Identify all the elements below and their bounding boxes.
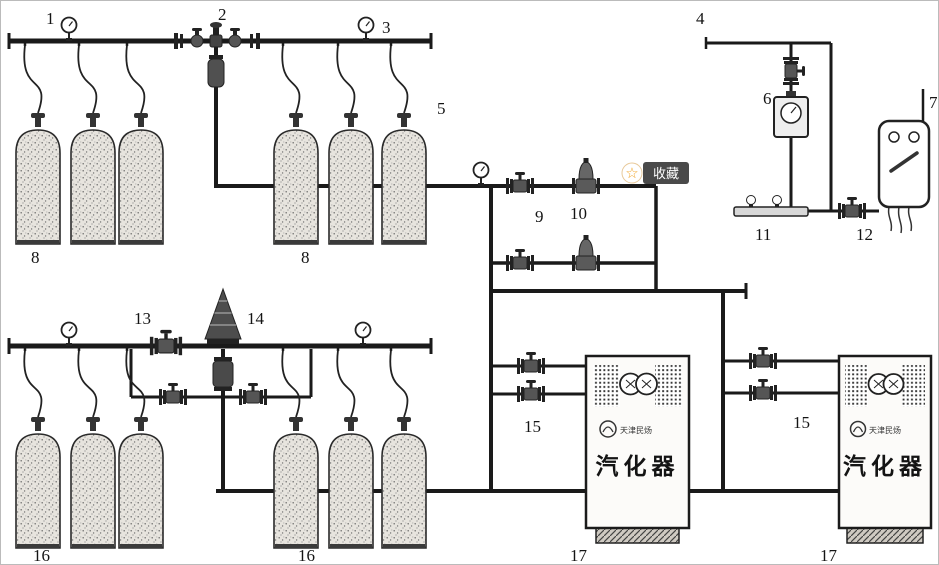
- label-8-left: 8: [31, 248, 40, 267]
- label-12: 12: [856, 225, 873, 244]
- appliance-valve-12: [837, 196, 867, 220]
- number-labels: 1 2 3 4 5 6 7 8 8 9 10 11 12 13 14 15 15…: [31, 5, 938, 565]
- pressure-gauge-icon: [357, 16, 375, 42]
- vent-grille: [845, 365, 868, 407]
- vaporizer-unit-left: 天津民炀 汽化器: [584, 354, 691, 544]
- vent-grille: [902, 365, 925, 407]
- manifold-valve: [149, 329, 183, 356]
- vaporizer-brand: 天津民炀: [869, 425, 901, 435]
- vaporizer-brand: 天津民炀: [620, 425, 652, 435]
- vent-grille: [593, 365, 620, 407]
- brand-logo-icon: [849, 420, 867, 438]
- gas-cylinder: [70, 112, 116, 245]
- label-15-left: 15: [524, 417, 541, 436]
- lower-regulator-block: [212, 357, 234, 391]
- brand-logo-icon: [599, 420, 617, 438]
- gas-meter-6: [773, 91, 809, 138]
- vaporizer-base: [846, 527, 924, 544]
- main-feed-pipe: [214, 87, 656, 188]
- gas-cylinder: [118, 416, 164, 549]
- vaporizer-inlet-valve: [516, 351, 546, 375]
- gas-cylinder: [118, 112, 164, 245]
- label-7: 7: [929, 93, 938, 112]
- gas-cylinder: [273, 416, 319, 549]
- bypass-valve: [238, 382, 268, 406]
- changeover-valve-assembly: [174, 22, 260, 88]
- relief-cone-tower: [204, 287, 242, 344]
- label-5: 5: [437, 99, 446, 118]
- pressure-gauge-icon: [354, 321, 372, 347]
- label-17-right: 17: [820, 546, 838, 565]
- star-icon: ☆: [625, 164, 638, 182]
- gas-cylinder: [273, 112, 319, 245]
- label-16-right: 16: [298, 546, 315, 565]
- vaporizer-inlet-valve: [748, 346, 778, 370]
- bypass-valve: [158, 382, 188, 406]
- vaporizer-base: [595, 527, 680, 544]
- vaporizer-name: 汽化器: [596, 453, 680, 480]
- label-1: 1: [46, 9, 55, 28]
- pressure-gauge-icon: [60, 321, 78, 347]
- gas-cylinder: [381, 416, 427, 549]
- gas-cylinder: [15, 112, 61, 245]
- gas-cylinder: [15, 416, 61, 549]
- gas-cylinder: [381, 112, 427, 245]
- label-10: 10: [570, 204, 587, 223]
- right-vaporizer-branch: [723, 359, 839, 395]
- label-9: 9: [535, 207, 544, 226]
- label-8-right: 8: [301, 248, 310, 267]
- label-13: 13: [134, 309, 151, 328]
- vaporizer-inlet-valve: [748, 378, 778, 402]
- label-2: 2: [218, 5, 227, 24]
- shutoff-valve-9: [505, 171, 535, 195]
- wall-appliance-7: [877, 119, 931, 209]
- valve-manifold-11: [733, 195, 809, 217]
- pressure-regulator-10: [571, 157, 601, 195]
- label-16-left: 16: [33, 546, 50, 565]
- line-valve: [782, 56, 806, 86]
- gas-cylinder: [328, 112, 374, 245]
- pressure-gauge-icon: [472, 161, 490, 187]
- device-cables: [887, 206, 913, 234]
- pressure-regulator: [571, 234, 601, 272]
- shutoff-valve: [505, 248, 535, 272]
- label-14: 14: [247, 309, 265, 328]
- pressure-gauge-icon: [60, 16, 78, 42]
- gas-cylinder: [70, 416, 116, 549]
- label-6: 6: [763, 89, 772, 108]
- gas-cylinder: [328, 416, 374, 549]
- badge-background: [643, 162, 689, 184]
- label-17-left: 17: [570, 546, 588, 565]
- label-15-right: 15: [793, 413, 810, 432]
- pigtail-hoses: [23, 44, 409, 418]
- vent-grille: [655, 365, 682, 407]
- vaporizer-unit-right: 天津民炀 汽化器: [837, 354, 933, 544]
- label-4: 4: [696, 9, 705, 28]
- badge-label: 收藏: [653, 167, 679, 182]
- label-11: 11: [755, 225, 771, 244]
- vaporizer-name: 汽化器: [843, 453, 927, 480]
- vaporizer-inlet-valve: [516, 379, 546, 403]
- label-3: 3: [382, 18, 391, 37]
- favorite-badge[interactable]: ☆ 收藏: [621, 162, 689, 184]
